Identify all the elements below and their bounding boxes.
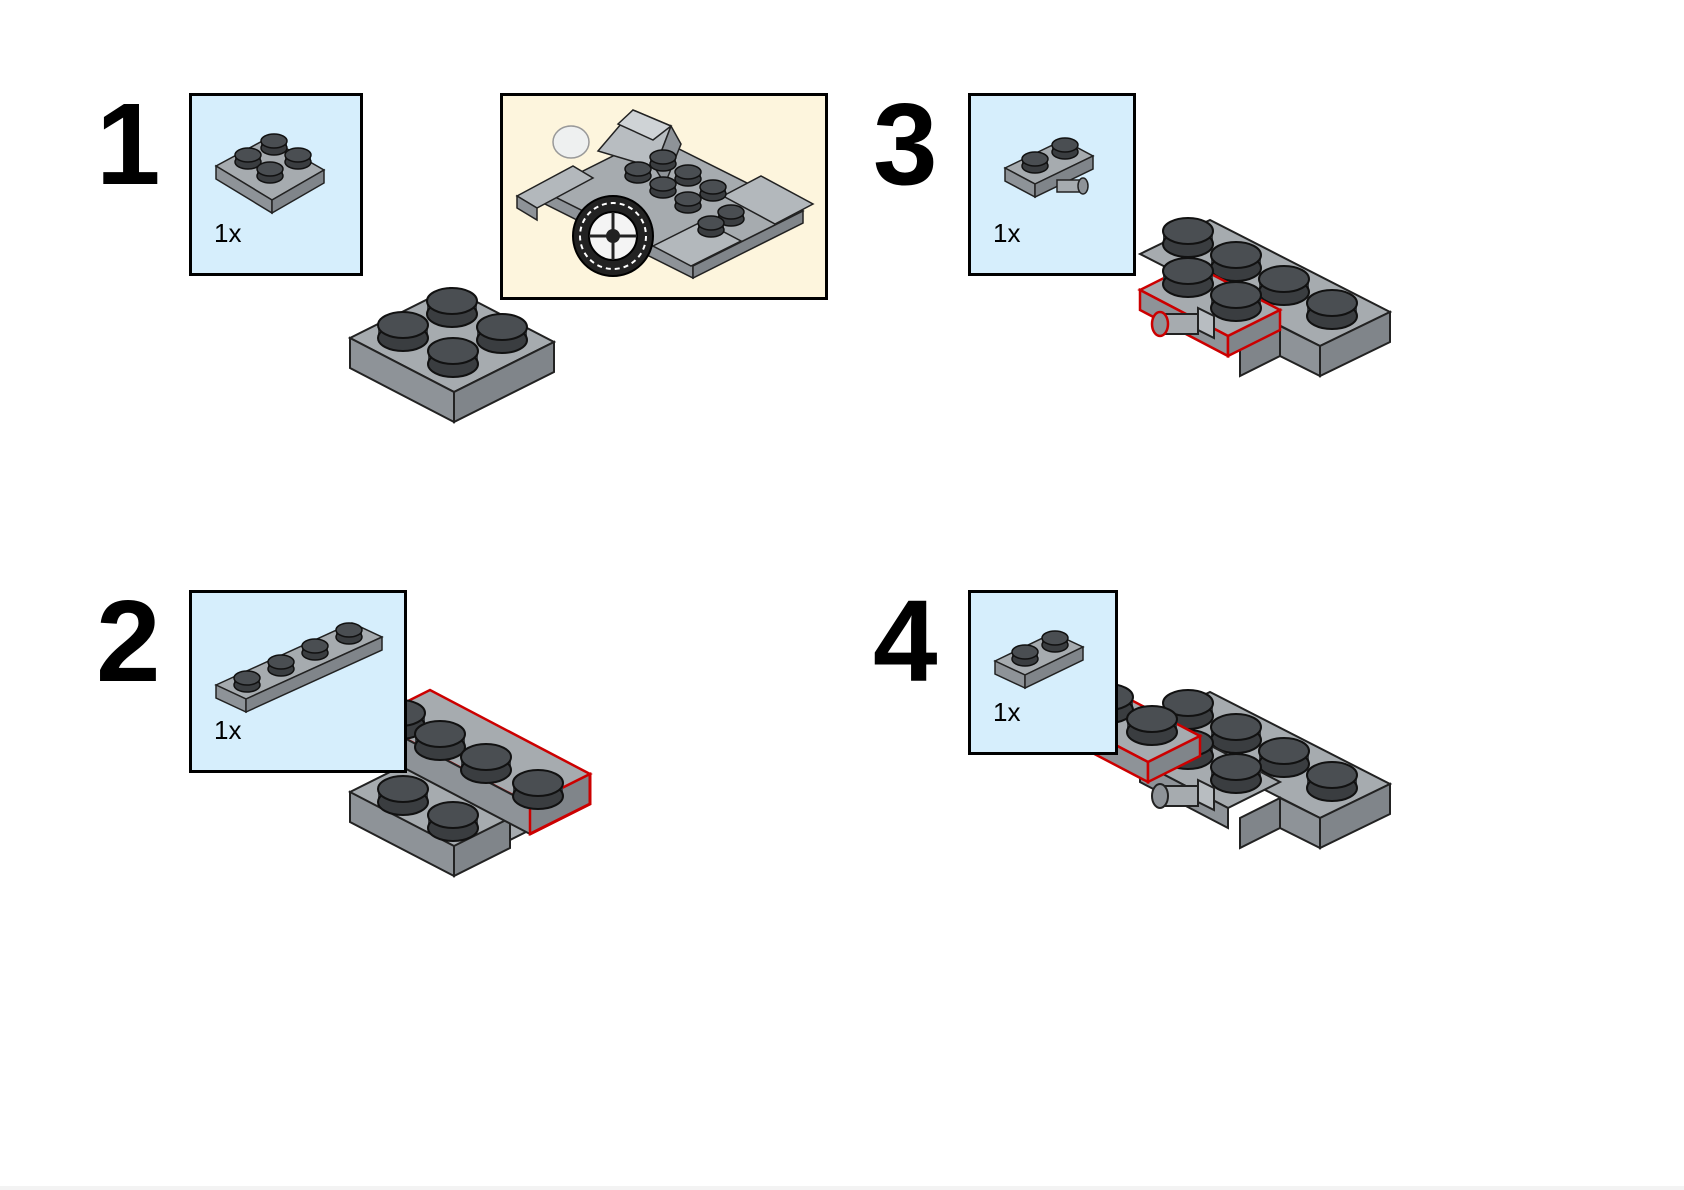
parts-callout-step-4: 1x bbox=[968, 590, 1118, 755]
step-number-2: 2 bbox=[96, 576, 161, 706]
part-quantity: 1x bbox=[214, 715, 242, 745]
brick-1x2-pin-icon bbox=[1003, 137, 1095, 199]
part-quantity: 1x bbox=[993, 697, 1021, 727]
step-1-assembly bbox=[347, 286, 557, 424]
step-3-assembly bbox=[1137, 217, 1393, 378]
final-model-preview bbox=[500, 93, 828, 300]
parts-callout-step-2: 1x bbox=[189, 590, 407, 773]
brick-1x2-icon bbox=[993, 630, 1085, 690]
car-preview-icon bbox=[515, 109, 815, 280]
parts-callout-step-1: 1x bbox=[189, 93, 363, 276]
parts-callout-step-3: 1x bbox=[968, 93, 1136, 276]
step-number-4: 4 bbox=[873, 576, 938, 706]
step-number-3: 3 bbox=[873, 79, 938, 209]
brick-1x4-icon bbox=[214, 622, 384, 714]
part-quantity: 1x bbox=[214, 218, 242, 248]
brick-2x2-icon bbox=[214, 133, 326, 215]
part-quantity: 1x bbox=[993, 218, 1021, 248]
step-number-1: 1 bbox=[96, 79, 161, 209]
wheel-icon bbox=[572, 195, 654, 277]
page-bottom-edge bbox=[0, 1186, 1684, 1190]
